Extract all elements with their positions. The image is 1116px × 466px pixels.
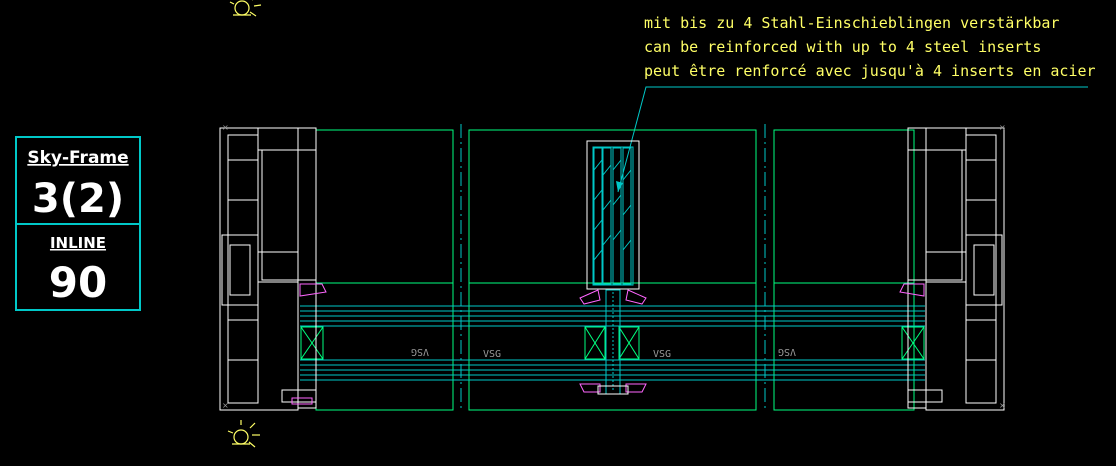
spacers [300,326,925,360]
left-seal-bottom [291,397,313,405]
title-number: 90 [49,258,107,307]
glass-label: VSG [483,349,501,360]
svg-text:×: × [222,123,229,132]
glass-label: VSG [653,349,671,360]
annotation-de: mit bis zu 4 Stahl-Einschieblingen verst… [644,14,1059,32]
title-brand: Sky-Frame [27,148,128,168]
right-seal [899,283,925,297]
corner-markers: × × × × [222,123,1006,410]
svg-text:×: × [999,123,1006,132]
steel-inserts [593,147,632,285]
glass-labels: VSG VSG VSG VSG [411,346,796,360]
center-mullion [579,140,647,395]
leader-line [617,86,1088,193]
svg-text:×: × [222,401,229,410]
glass-panels [315,129,915,411]
leader-arrow [616,181,623,192]
annotation-en: can be reinforced with up to 4 steel ins… [644,38,1041,56]
annotation: mit bis zu 4 Stahl-Einschieblingen verst… [616,14,1096,193]
glass-label: VSG [778,346,796,357]
left-frame-profile [219,127,317,411]
right-frame-profile [907,127,1005,411]
center-lines [460,124,766,412]
sun-icon [227,420,260,448]
left-seal [299,283,327,297]
annotation-fr: peut être renforcé avec jusqu'à 4 insert… [644,62,1096,80]
sun-icon [229,0,262,17]
svg-text:×: × [999,401,1006,410]
title-config: 3(2) [32,176,124,222]
title-block: Sky-Frame 3(2) INLINE 90 [15,136,141,311]
glass-label: VSG [411,346,429,357]
title-series: INLINE [50,234,106,252]
